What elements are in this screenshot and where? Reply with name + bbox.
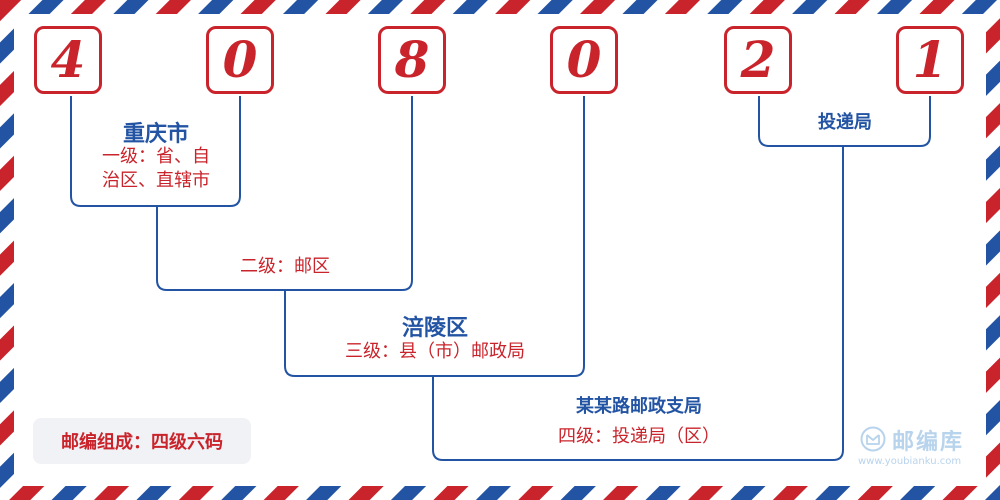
envelope-logo-icon bbox=[860, 426, 886, 452]
digit-box-1: 4 bbox=[34, 26, 102, 94]
level-4-label: 四级：投递局（区） bbox=[558, 426, 720, 447]
digit-box-3: 8 bbox=[378, 26, 446, 94]
delivery-office-name: 投递局 bbox=[818, 112, 872, 133]
youbianku-watermark: 邮编库 www.youbianku.com bbox=[858, 424, 984, 470]
digit-box-6: 1 bbox=[896, 26, 964, 94]
digit-box-4: 0 bbox=[550, 26, 618, 94]
digit-box-5: 2 bbox=[724, 26, 792, 94]
digit-box-2: 0 bbox=[206, 26, 274, 94]
level-3-label: 三级：县（市）邮政局 bbox=[345, 341, 525, 362]
level-2-label: 二级：邮区 bbox=[240, 256, 330, 277]
branch-office-name: 某某路邮政支局 bbox=[576, 396, 702, 417]
province-name: 重庆市 bbox=[122, 121, 189, 147]
level-1-label-line-2: 治区、直辖市 bbox=[102, 170, 210, 191]
watermark-url: www.youbianku.com bbox=[858, 456, 962, 467]
district-name: 涪陵区 bbox=[401, 315, 468, 341]
level-1-label-line-1: 一级：省、自 bbox=[102, 146, 210, 167]
postcode-composition-badge: 邮编组成：四级六码 bbox=[33, 418, 251, 464]
watermark-title: 邮编库 bbox=[892, 430, 965, 455]
